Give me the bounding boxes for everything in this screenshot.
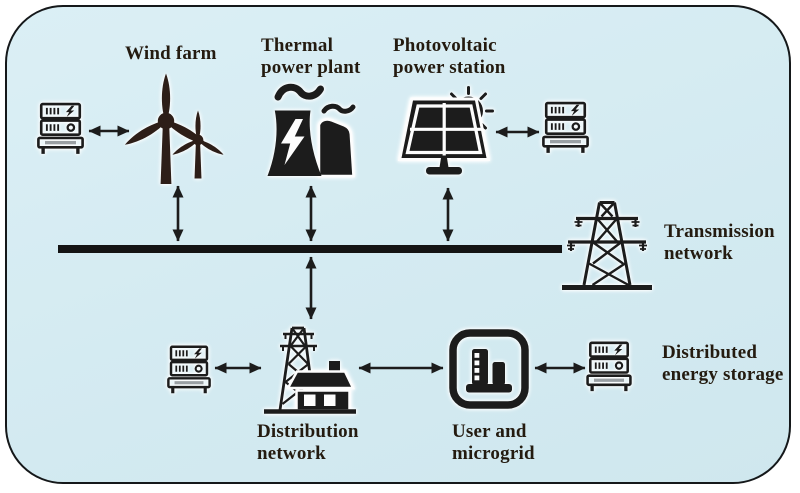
photovoltaic-power-station-label: Photovoltaic power station (393, 35, 506, 78)
transmission-tower-icon (559, 197, 655, 291)
wind-farm-label: Wind farm (125, 43, 217, 64)
wind-turbines-icon (124, 64, 230, 186)
distributed-energy-storage-label: Distributed energy storage (662, 342, 784, 385)
distribution-network-label: Distribution network (257, 421, 359, 464)
energy-storage-rack-icon (586, 341, 632, 393)
thermal-power-plant-label: Thermal power plant (261, 35, 361, 78)
pylon-and-house-icon (259, 320, 359, 416)
energy-storage-rack-icon (167, 345, 211, 395)
thermal-plant-icon (262, 82, 366, 180)
solar-panel-sun-icon (396, 84, 500, 184)
energy-storage-rack-icon (542, 101, 589, 155)
diagram-panel (5, 5, 791, 484)
energy-storage-rack-icon (37, 102, 84, 156)
buildings-rounded-square-icon (447, 327, 531, 411)
transmission-network-label: Transmission network (664, 221, 775, 264)
user-and-microgrid-label: User and microgrid (452, 421, 535, 464)
